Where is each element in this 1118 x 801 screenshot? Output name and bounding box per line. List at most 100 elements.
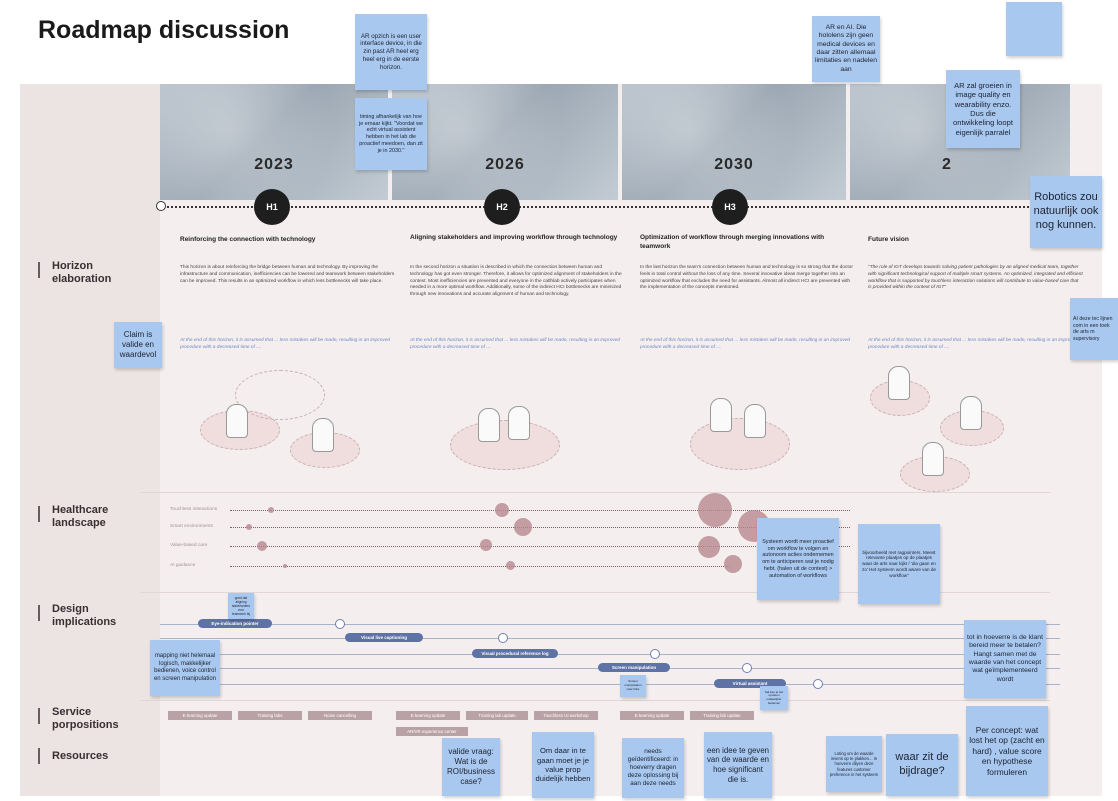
sticky-note[interactable]: AR opzich is een user interface device, … — [355, 14, 427, 90]
sticky-note[interactable]: Om daar in te gaan moet je je value prop… — [532, 732, 594, 798]
healthcare-trend-line — [230, 566, 730, 567]
illustration-platform — [690, 418, 790, 470]
timeline — [160, 206, 1060, 208]
horizon-badge-h3: H3 — [712, 189, 748, 225]
phase-body-h1: This horizon is about reinforcing the br… — [180, 265, 395, 284]
sticky-note[interactable]: bijvoorbeeld met ragpointers. Meest rele… — [858, 524, 940, 604]
healthcare-trend-line — [230, 546, 850, 547]
row-label-resources: Resources — [52, 750, 109, 762]
year-label: 2023 — [254, 156, 294, 173]
surgeon-figure — [960, 396, 982, 430]
horizon-photo-2026: 2026 — [392, 84, 618, 200]
sticky-note[interactable]: Loting om de waarde invens op te plakken… — [826, 736, 882, 792]
horizon-photo-2030: 2030 — [622, 84, 846, 200]
sticky-note[interactable]: Per concept: wat lost het op (zacht en h… — [966, 706, 1048, 796]
row-label-service: Service porpositions — [52, 706, 119, 731]
row-label-healthcare: Healthcare landscape — [52, 504, 109, 529]
service-item[interactable]: E-learning update — [396, 711, 460, 720]
timeline-start-dot — [156, 201, 166, 211]
milestone-ring[interactable] — [335, 619, 345, 629]
service-item[interactable]: Touchless UI workshop — [534, 711, 598, 720]
row-label-design: Design implications — [52, 603, 117, 628]
phase-title-future: Future vision — [868, 236, 909, 243]
design-track-line — [160, 638, 1060, 639]
milestone-ring[interactable] — [498, 633, 508, 643]
phase-assumption-future: At the end of this horizon, it is assume… — [868, 338, 1079, 350]
trend-bubble — [724, 555, 742, 573]
sticky-note[interactable]: waar zit de bijdrage? — [886, 734, 958, 796]
service-item[interactable]: AR/VR experience center — [396, 727, 468, 736]
year-label: 2026 — [485, 156, 525, 173]
design-track-line — [160, 684, 1060, 685]
sticky-note[interactable]: tot in hoeverre is de klant bereid meer … — [964, 620, 1046, 698]
sticky-note[interactable]: AI deze tec lijnen com in een toek de ar… — [1070, 298, 1118, 360]
sticky-note-small[interactable]: Sat koe je het systeem makkelijker bedie… — [760, 686, 788, 710]
sticky-note[interactable]: timing afhankelijk van hoe je ernaar kij… — [355, 98, 427, 170]
row-divider — [140, 700, 1050, 701]
illustration-platform — [450, 420, 560, 470]
sticky-note[interactable]: een idee te geven van de waarde en hoe s… — [704, 732, 772, 798]
service-item[interactable]: Training lab update — [690, 711, 754, 720]
row-divider — [140, 592, 1050, 593]
row-label-column — [20, 84, 160, 796]
design-track-line — [160, 654, 1060, 655]
sticky-note-small[interactable]: Screen manipulation naar links — [620, 675, 646, 697]
row-marker — [38, 262, 40, 278]
trend-bubble — [506, 561, 515, 570]
trend-bubble — [698, 493, 732, 527]
trend-bubble — [480, 539, 492, 551]
service-item[interactable]: Noise cancelling — [308, 711, 372, 720]
design-track-line — [160, 624, 1060, 625]
design-item-screen-manipulation[interactable]: Screen manipulation — [598, 663, 670, 672]
trend-bubble — [257, 541, 267, 551]
trend-bubble — [698, 536, 720, 558]
sticky-note[interactable]: AR zal groeien in image quality en weara… — [946, 70, 1020, 148]
phase-assumption-h2: At the end of this horizon, it is assume… — [410, 338, 621, 350]
sticky-note-blank[interactable] — [1006, 2, 1062, 56]
row-label-horizon: Horizon elaboration — [52, 260, 112, 285]
healthcare-trend-line — [230, 510, 850, 511]
milestone-ring[interactable] — [650, 649, 660, 659]
surgeon-figure — [922, 442, 944, 476]
page-title: Roadmap discussion — [38, 16, 290, 44]
service-item[interactable]: Training labs — [238, 711, 302, 720]
phase-title-h1: Reinforcing the connection with technolo… — [180, 236, 316, 243]
sticky-note[interactable]: Robotics zou natuurlijk ook nog kunnen. — [1030, 176, 1102, 248]
sticky-note[interactable]: Systeem wordt meer proactief om workflow… — [757, 518, 839, 600]
horizon-badge-h1: H1 — [254, 189, 290, 225]
service-item[interactable]: E-learning update — [620, 711, 684, 720]
sticky-note[interactable]: Claim is valide en waardevol — [114, 322, 162, 368]
illustration-outline — [235, 370, 325, 420]
row-marker — [38, 748, 40, 764]
trend-bubble — [283, 564, 287, 568]
row-marker — [38, 708, 40, 724]
service-item[interactable]: E-learning update — [168, 711, 232, 720]
year-label: 2 — [942, 156, 952, 173]
phase-body-future: "The role of IGT develops towards solvin… — [868, 265, 1083, 291]
milestone-ring[interactable] — [742, 663, 752, 673]
design-item-procedural-log[interactable]: Visual procedural reference log — [472, 649, 558, 658]
phase-title-h3: Optimization of workflow through merging… — [640, 234, 825, 250]
phase-body-h2: In the second horizon a situation is des… — [410, 265, 622, 298]
healthcare-trend-line — [230, 527, 850, 528]
sticky-note-small[interactable]: goed dat aligning stakeholders voor team… — [228, 593, 254, 619]
phase-body-h3: In the last horizon the team's connectio… — [640, 265, 853, 291]
design-item-eye-indication[interactable]: Eye-indication pointer — [198, 619, 272, 628]
trend-bubble — [495, 503, 509, 517]
row-divider — [140, 492, 1050, 493]
sticky-note[interactable]: valide vraag: Wat is de ROI/business cas… — [442, 738, 500, 796]
design-item-virtual-assistant[interactable]: Virtual assistant — [714, 679, 786, 688]
surgeon-figure — [744, 404, 766, 438]
service-item[interactable]: Training lab update — [466, 711, 528, 720]
design-item-visual-live-captioning[interactable]: Visual live captioning — [345, 633, 423, 642]
surgeon-figure — [888, 366, 910, 400]
phase-assumption-h1: At the end of this horizon, it is assume… — [180, 338, 391, 350]
sticky-note[interactable]: mapping niet helemaal logisch, makkelijk… — [150, 640, 220, 696]
horizon-photo-2023: 2023 — [160, 84, 388, 200]
milestone-ring[interactable] — [813, 679, 823, 689]
surgeon-figure — [710, 398, 732, 432]
trend-bubble — [268, 507, 274, 513]
sticky-note[interactable]: AR en AI. Die hololens zijn geen medical… — [812, 16, 880, 82]
surgeon-figure — [226, 404, 248, 438]
sticky-note[interactable]: needs geïdentificeerd: in hoeverry drage… — [622, 738, 684, 798]
